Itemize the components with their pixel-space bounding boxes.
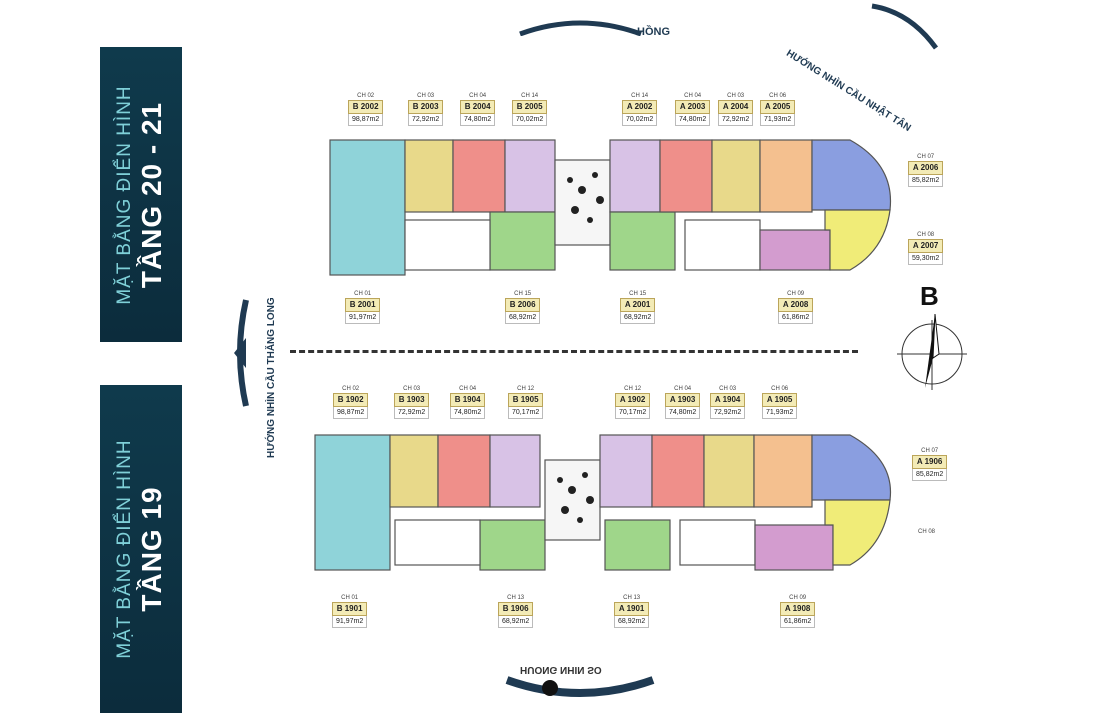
floor-plan-20-21 — [329, 139, 892, 276]
unit-a2002[interactable] — [609, 139, 661, 213]
unit-a2004[interactable] — [711, 139, 761, 213]
unit-a2006[interactable] — [811, 139, 892, 211]
left-direction-arrow-icon — [234, 299, 249, 407]
unit-label: CH 08 — [918, 529, 936, 535]
unit-a2005[interactable] — [759, 139, 813, 213]
core-right — [684, 219, 761, 271]
unit-b1904[interactable] — [437, 434, 491, 508]
unit-b1902-b1901[interactable] — [314, 434, 391, 571]
compass-icon — [897, 313, 967, 390]
unit-a1908[interactable] — [754, 524, 834, 571]
unit-a2008[interactable] — [759, 229, 831, 271]
top-direction-arrow-icon — [519, 20, 642, 36]
left-direction-label: HƯỚNG NHÌN CẦU THĂNG LONG — [266, 297, 277, 458]
plan-divider — [290, 350, 858, 353]
bottom-direction-arrow-icon — [505, 676, 655, 697]
unit-a1907[interactable] — [824, 499, 891, 566]
unit-a1906[interactable] — [811, 434, 892, 501]
unit-b1903[interactable] — [389, 434, 439, 508]
unit-a2007[interactable] — [824, 209, 891, 271]
sidebar-title-20-21: MẶT BẰNG ĐIỂN HÌNH TẦNG 20 - 21 — [114, 85, 168, 304]
unit-a2003[interactable] — [659, 139, 713, 213]
sidebar-subtitle: MẶT BẰNG ĐIỂN HÌNH — [114, 439, 135, 659]
sidebar-floor-label: TẦNG 19 — [136, 486, 167, 612]
floor-plan-19 — [314, 434, 892, 571]
unit-b2002-b2001[interactable] — [329, 139, 406, 276]
core-right — [679, 519, 756, 566]
unit-b2004[interactable] — [452, 139, 506, 213]
core-left — [394, 519, 481, 566]
top-right-arrow-icon — [871, 3, 939, 50]
unit-b2003[interactable] — [404, 139, 454, 213]
core-left — [404, 219, 491, 271]
sidebar-title-19: MẶT BẰNG ĐIỂN HÌNH TẦNG 19 — [114, 439, 168, 658]
top-direction-label: HỒNG — [637, 26, 670, 38]
sidebar-subtitle: MẶT BẰNG ĐIỂN HÌNH — [114, 84, 135, 305]
bottom-direction-label: HUONG NHIN SO — [520, 664, 602, 675]
sidebar-floor-label: TẦNG 20 - 21 — [136, 101, 167, 288]
unit-a1903[interactable] — [651, 434, 705, 508]
sidebar-floor-20-21: MẶT BẰNG ĐIỂN HÌNH TẦNG 20 - 21 — [100, 47, 182, 342]
unit-b1905[interactable] — [489, 434, 541, 508]
unit-a1904[interactable] — [703, 434, 755, 508]
sidebar-floor-19: MẶT BẰNG ĐIỂN HÌNH TẦNG 19 — [100, 385, 182, 713]
unit-a1905[interactable] — [753, 434, 813, 508]
unit-a2001[interactable] — [609, 211, 676, 271]
unit-a1902[interactable] — [599, 434, 653, 508]
top-right-direction-label: HƯỚNG NHÌN CẦU NHẬT TÂN — [784, 48, 913, 134]
unit-a1901[interactable] — [604, 519, 671, 571]
unit-b2006[interactable] — [489, 211, 556, 271]
compass-label: B — [920, 281, 939, 311]
unit-b1906[interactable] — [479, 519, 546, 571]
unit-b2005[interactable] — [504, 139, 556, 213]
